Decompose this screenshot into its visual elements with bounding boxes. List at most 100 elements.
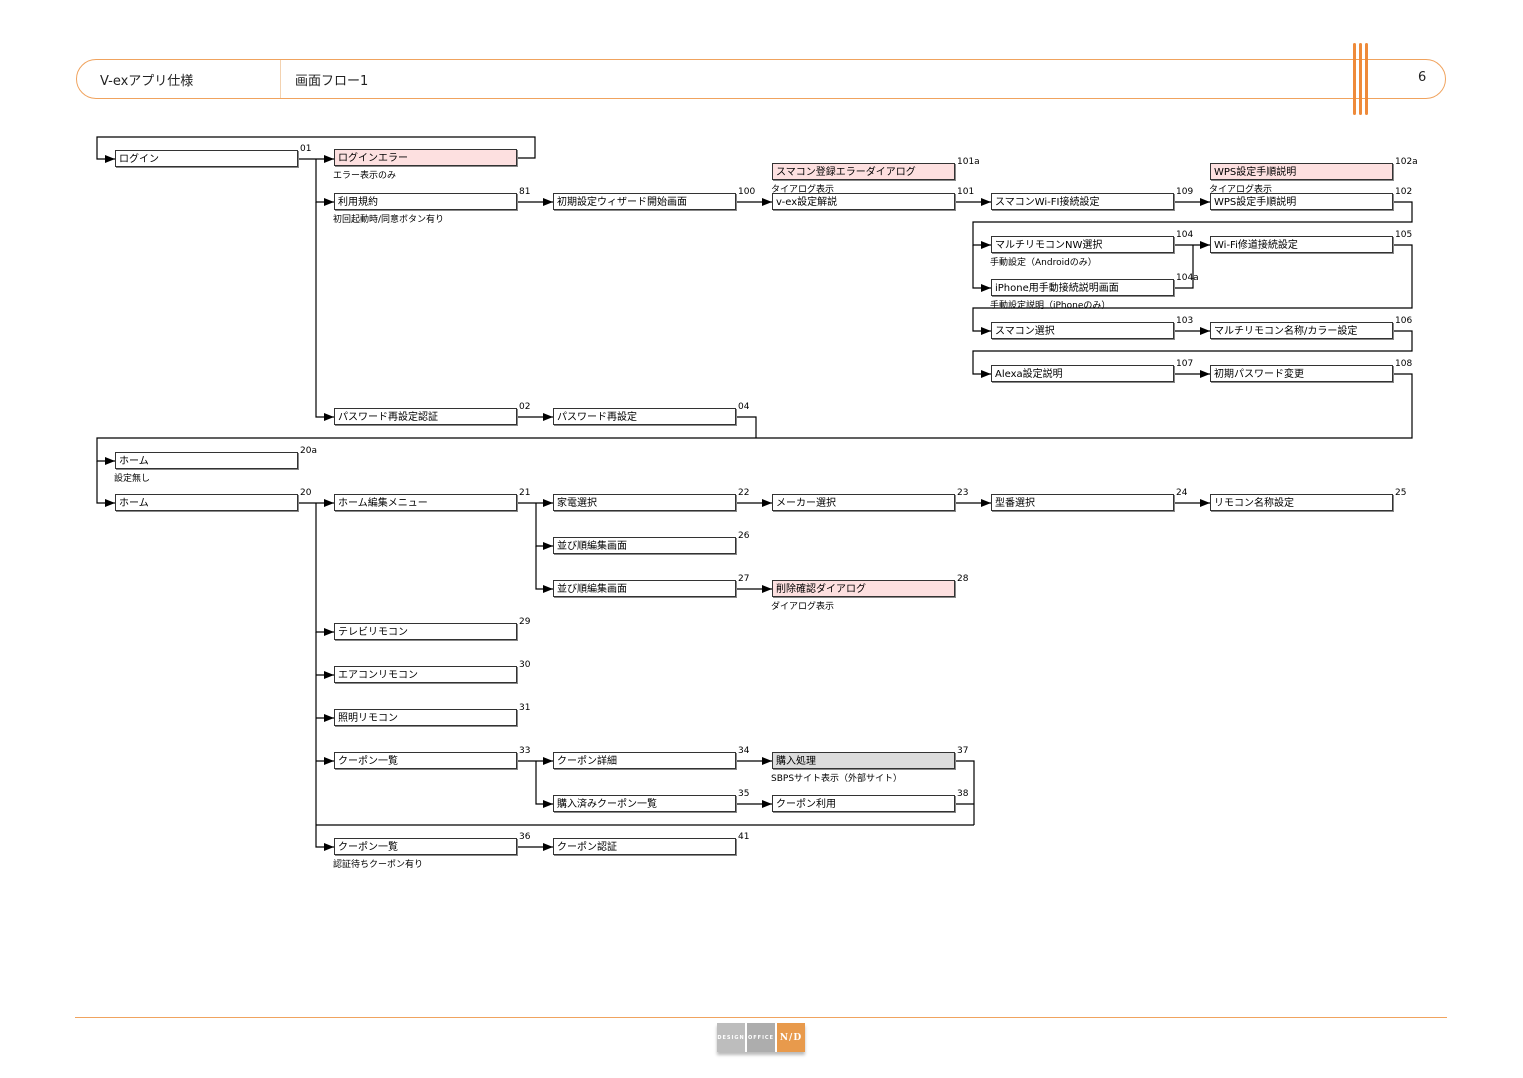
screen-node-home[interactable]: ホーム — [115, 494, 298, 511]
screen-node-smerr[interactable]: スマコン登録エラーダイアログ — [772, 163, 955, 180]
screen-number: 21 — [519, 488, 531, 498]
screen-node-pwauth[interactable]: パスワード再設定認証 — [334, 408, 517, 425]
screen-node-cuse[interactable]: クーポン利用 — [772, 795, 955, 812]
screen-node-coupons2[interactable]: クーポン一覧 — [334, 838, 517, 855]
screen-number: 107 — [1176, 359, 1194, 369]
flow-arrow — [535, 546, 553, 593]
screen-note: ダイアログ表示 — [771, 602, 835, 612]
screen-note: 手動設定説明（iPhoneのみ） — [990, 301, 1111, 311]
screen-number: 24 — [1176, 488, 1188, 498]
flow-arrow — [972, 244, 1413, 335]
screen-node-tv[interactable]: テレビリモコン — [334, 623, 517, 640]
logo-part: DESIGN — [717, 1023, 745, 1052]
flow-arrow — [972, 201, 1413, 249]
screen-node-buy[interactable]: 購入処理 — [772, 752, 955, 769]
screen-number: 29 — [519, 617, 531, 627]
screen-node-bought[interactable]: 購入済みクーポン一覧 — [553, 795, 736, 812]
screen-node-wifidir[interactable]: Wi-Fi修道接続設定 — [1210, 236, 1393, 253]
screen-node-smsel[interactable]: スマコン選択 — [991, 322, 1174, 339]
screen-number: 22 — [738, 488, 750, 498]
screen-note: タイアログ表示 — [1209, 185, 1273, 195]
screen-number: 108 — [1395, 359, 1413, 369]
screen-node-cdetail[interactable]: クーポン詳細 — [553, 752, 736, 769]
screen-number: 34 — [738, 746, 750, 756]
screen-node-light[interactable]: 照明リモコン — [334, 709, 517, 726]
screen-node-initpw[interactable]: 初期パスワード変更 — [1210, 365, 1393, 382]
screen-number: 04 — [738, 402, 750, 412]
screen-node-wifi[interactable]: スマコンWi-FI接続設定 — [991, 193, 1174, 210]
screen-node-rname[interactable]: リモコン名称設定 — [1210, 494, 1393, 511]
screen-number: 30 — [519, 660, 531, 670]
screen-node-wpsa[interactable]: WPS設定手順説明 — [1210, 163, 1393, 180]
screen-number: 35 — [738, 789, 750, 799]
screen-node-login[interactable]: ログイン — [115, 150, 298, 167]
screen-number: 109 — [1176, 187, 1194, 197]
screen-node-sort1[interactable]: 並び順編集画面 — [553, 537, 736, 554]
screen-node-wps[interactable]: WPS設定手順説明 — [1210, 193, 1393, 210]
screen-number: 104 — [1176, 230, 1194, 240]
page-number: 6 — [1418, 70, 1427, 85]
screen-node-iphone[interactable]: iPhone用手動接続説明画面 — [991, 279, 1174, 296]
flow-arrow — [535, 503, 553, 550]
screen-node-home20a[interactable]: ホーム — [115, 452, 298, 469]
screen-number: 26 — [738, 531, 750, 541]
screen-node-maker[interactable]: メーカー選択 — [772, 494, 955, 511]
screen-note: 初回起動時/同意ボタン有り — [333, 215, 445, 225]
flow-arrow — [972, 330, 1413, 378]
document-title: V-exアプリ仕様 — [100, 74, 194, 89]
screen-number: 103 — [1176, 316, 1194, 326]
screen-node-cauth[interactable]: クーポン認証 — [553, 838, 736, 855]
screen-number: 102 — [1395, 187, 1413, 197]
header-divider — [280, 60, 281, 98]
flow-arrow — [96, 136, 536, 163]
screen-number: 33 — [519, 746, 531, 756]
screen-number: 36 — [519, 832, 531, 842]
flow-arrow — [1175, 245, 1194, 289]
flow-arrow — [315, 632, 334, 851]
screen-node-pwreset[interactable]: パスワード再設定 — [553, 408, 736, 425]
screen-number: 106 — [1395, 316, 1413, 326]
logo-part: N/D — [777, 1023, 805, 1052]
screen-node-vex[interactable]: v-ex設定解説 — [772, 193, 955, 210]
screen-node-sort2[interactable]: 並び順編集画面 — [553, 580, 736, 597]
screen-note: SBPSサイト表示（外部サイト） — [771, 774, 903, 784]
screen-number: 38 — [957, 789, 969, 799]
screen-number: 27 — [738, 574, 750, 584]
screen-node-loginerr[interactable]: ログインエラー — [334, 149, 517, 166]
screen-node-model[interactable]: 型番選択 — [991, 494, 1174, 511]
screen-number: 25 — [1395, 488, 1407, 498]
flow-arrow — [972, 245, 991, 292]
flow-arrow — [315, 159, 334, 206]
screen-node-editmenu[interactable]: ホーム編集メニュー — [334, 494, 517, 511]
screen-node-wizard[interactable]: 初期設定ウィザード開始画面 — [553, 193, 736, 210]
flow-arrow — [737, 416, 757, 438]
flow-arrow — [535, 761, 553, 808]
flow-arrow — [96, 461, 115, 507]
screen-node-delconf[interactable]: 削除確認ダイアログ — [772, 580, 955, 597]
screen-note: 認証待ちクーポン有り — [333, 860, 424, 870]
screen-node-appl[interactable]: 家電選択 — [553, 494, 736, 511]
screen-number: 41 — [738, 832, 750, 842]
screen-number: 37 — [957, 746, 969, 756]
section-title: 画面フロー1 — [295, 74, 369, 89]
screen-node-ac[interactable]: エアコンリモコン — [334, 666, 517, 683]
screen-node-multinw[interactable]: マルチリモコンNW選択 — [991, 236, 1174, 253]
screen-note: 手動設定（Androidのみ） — [990, 258, 1097, 268]
design-office-logo: DESIGN OFFICE N/D — [717, 1023, 805, 1052]
flow-arrow — [96, 373, 1413, 465]
flow-arrow — [315, 202, 334, 421]
screen-node-coupons[interactable]: クーポン一覧 — [334, 752, 517, 769]
screen-number: 20a — [300, 446, 317, 456]
logo-part: OFFICE — [747, 1023, 775, 1052]
screen-node-terms[interactable]: 利用規約 — [334, 193, 517, 210]
screen-number: 102a — [1395, 157, 1418, 167]
screen-number: 01 — [300, 144, 312, 154]
footer-divider — [75, 1017, 1447, 1018]
flow-arrow — [315, 503, 334, 636]
screen-number: 105 — [1395, 230, 1413, 240]
screen-node-alexa[interactable]: Alexa設定説明 — [991, 365, 1174, 382]
screen-number: 23 — [957, 488, 969, 498]
screen-node-multiname[interactable]: マルチリモコン名称/カラー設定 — [1210, 322, 1393, 339]
screen-number: 31 — [519, 703, 531, 713]
